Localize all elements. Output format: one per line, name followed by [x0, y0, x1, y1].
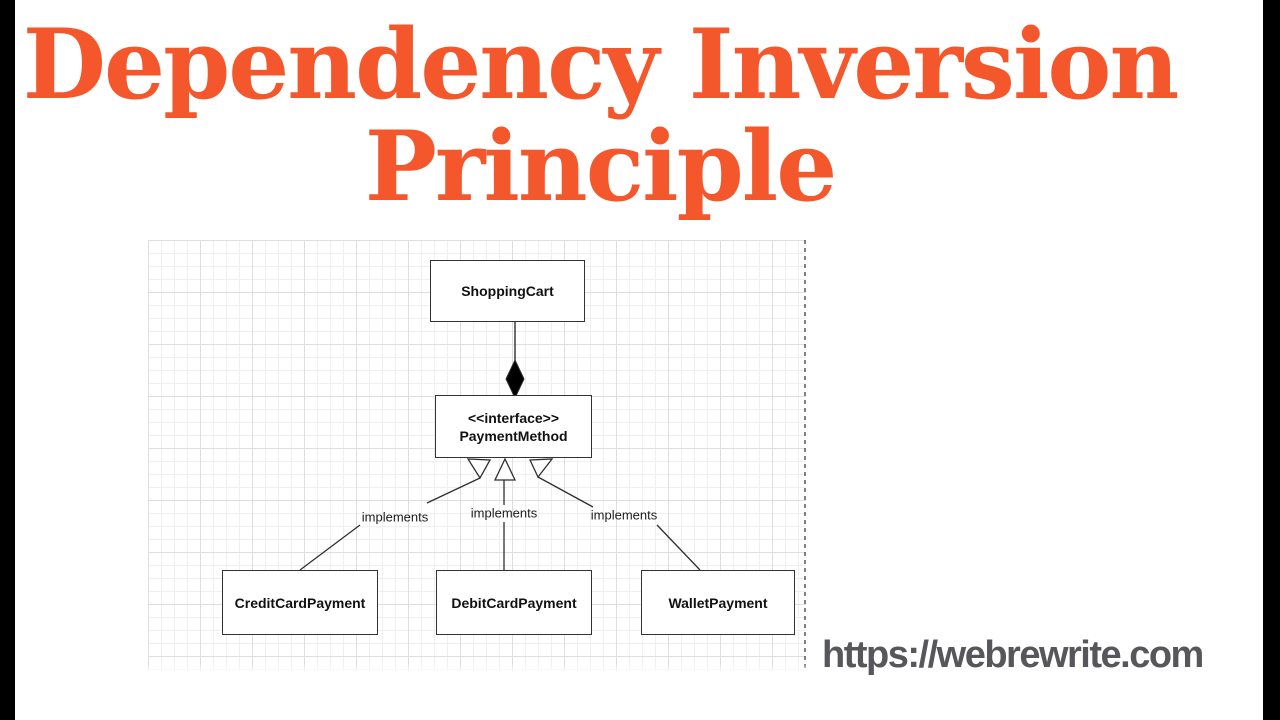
- realization-line-right-upper: [537, 476, 594, 508]
- class-node-credit-card-payment: CreditCardPayment: [222, 570, 378, 635]
- class-node-wallet-payment: WalletPayment: [641, 570, 795, 635]
- diagram-edges: [299, 240, 806, 673]
- realization-line-left-lower: [299, 524, 361, 571]
- realization-line-left-upper: [426, 477, 481, 504]
- class-node-label: DebitCardPayment: [451, 594, 577, 611]
- realization-triangle-left: [466, 458, 492, 480]
- class-node-label: PaymentMethod: [459, 427, 568, 444]
- letterbox-bar-right: [1263, 0, 1280, 720]
- class-node-label: WalletPayment: [668, 594, 768, 611]
- realization-triangle-center: [493, 457, 517, 481]
- edge-label-implements-right: implements: [590, 507, 658, 523]
- class-node-debit-card-payment: DebitCardPayment: [436, 570, 592, 635]
- edge-label-implements-left: implements: [361, 509, 429, 525]
- watermark-url: https://webrewrite.com: [822, 634, 1204, 676]
- diagram-canvas: ShoppingCart <<interface>> PaymentMethod…: [148, 240, 806, 673]
- slide-title-line-2: Principle: [364, 110, 838, 223]
- letterbox-bar-left: [0, 0, 15, 720]
- interface-stereotype: <<interface>>: [467, 409, 560, 426]
- class-node-shopping-cart: ShoppingCart: [430, 260, 585, 322]
- composition-diamond: [505, 358, 525, 400]
- realization-triangle-right: [528, 458, 554, 479]
- realization-line-right-lower: [656, 524, 701, 571]
- slide-title: Dependency Inversion Principle: [0, 14, 1200, 218]
- class-node-payment-method: <<interface>> PaymentMethod: [435, 395, 592, 458]
- slide-title-line-1: Dependency Inversion: [22, 8, 1179, 121]
- edge-label-implements-center: implements: [470, 505, 538, 521]
- class-node-label: CreditCardPayment: [234, 594, 366, 611]
- class-node-label: ShoppingCart: [461, 283, 554, 299]
